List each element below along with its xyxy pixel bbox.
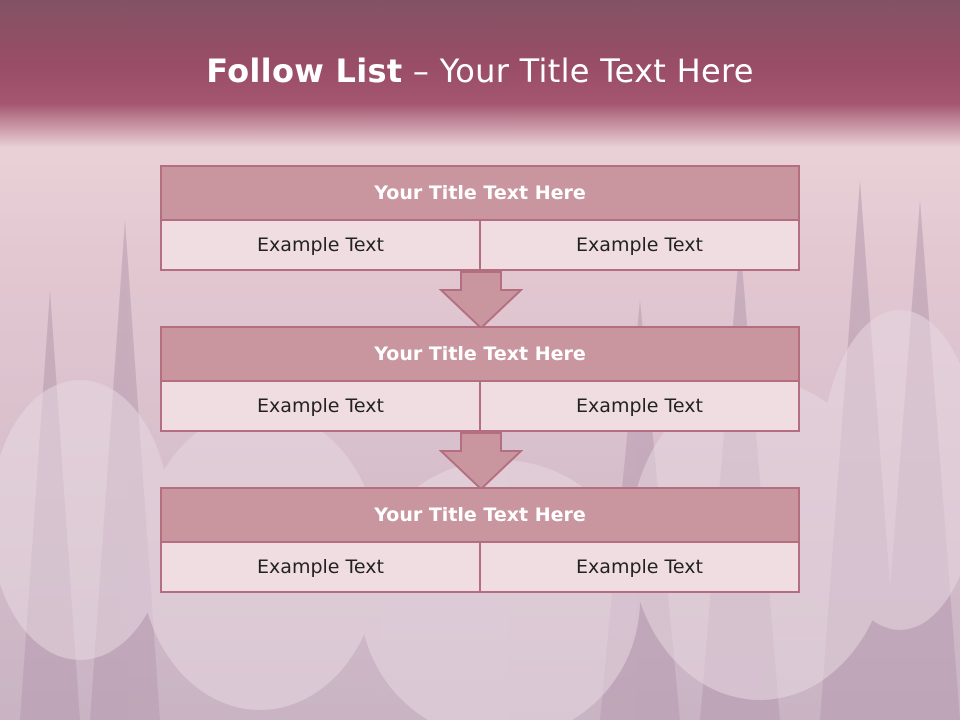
list-block-1: Your Title Text Here Example Text Exampl… [160,165,800,271]
block-title: Your Title Text Here [160,165,800,221]
block-cell-left: Example Text [257,556,384,578]
block-title: Your Title Text Here [160,326,800,382]
down-arrow-icon [438,271,524,330]
block-cell-left: Example Text [257,234,384,256]
slide-header-band [0,0,960,148]
block-cell-right: Example Text [479,221,798,269]
block-cell-left: Example Text [257,395,384,417]
block-cell-right: Example Text [479,382,798,430]
down-arrow-icon [438,432,524,491]
slide-title-bold: Follow List [206,52,403,90]
block-title: Your Title Text Here [160,487,800,543]
block-cell-right: Example Text [479,543,798,591]
slide-title: Follow List – Your Title Text Here [0,52,960,90]
block-row: Example Text Example Text [160,221,800,271]
list-block-3: Your Title Text Here Example Text Exampl… [160,487,800,593]
block-row: Example Text Example Text [160,543,800,593]
list-block-2: Your Title Text Here Example Text Exampl… [160,326,800,432]
block-row: Example Text Example Text [160,382,800,432]
slide-title-rest: – Your Title Text Here [402,52,754,90]
